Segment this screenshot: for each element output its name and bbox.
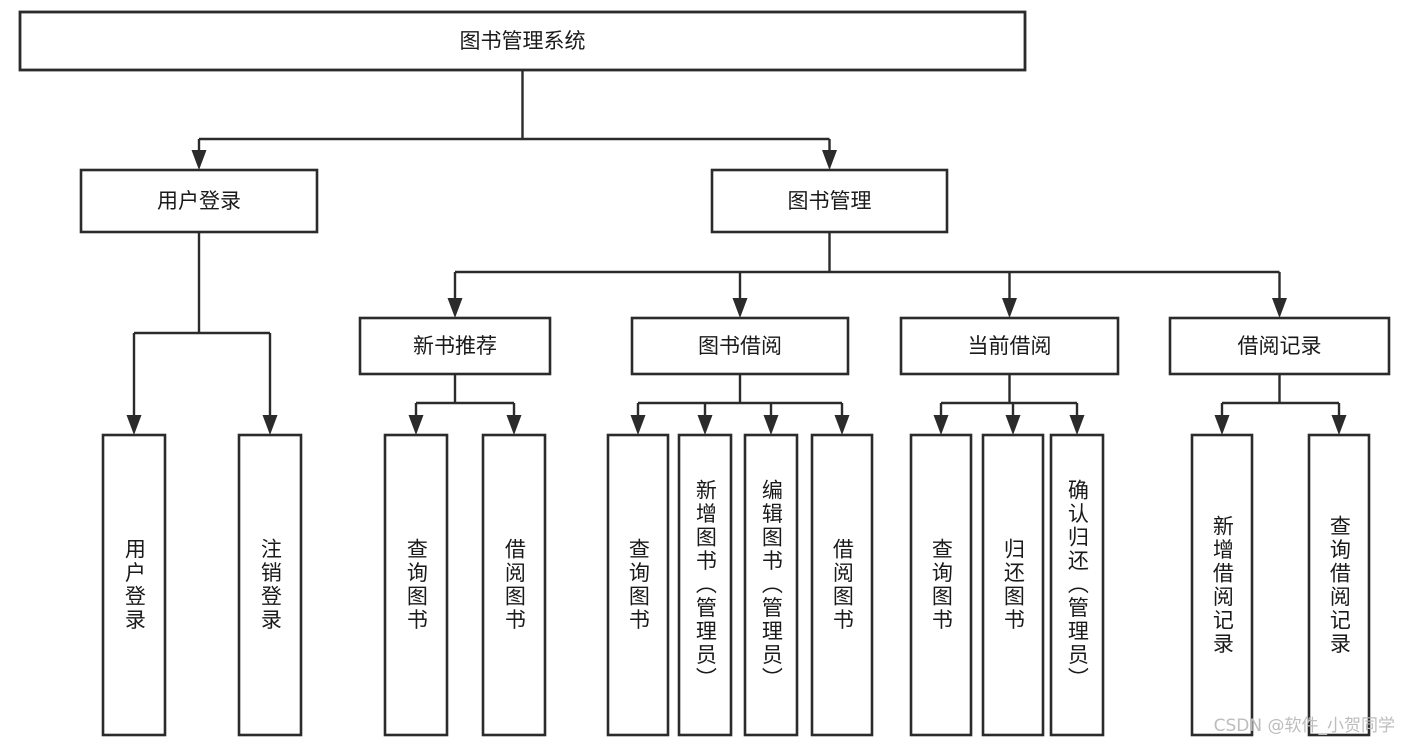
node-box-leaf-query-book-borrow[interactable] [606, 433, 670, 737]
node-box-leaf-query-book-rec[interactable] [383, 433, 449, 737]
node-box-borrow-record[interactable] [1168, 316, 1391, 376]
node-label-current-borrow: 当前借阅 [968, 334, 1052, 358]
node-label-borrow-record: 借阅记录 [1238, 334, 1322, 358]
node-box-leaf-borrow-book[interactable] [810, 433, 874, 737]
csdn-watermark: CSDN @软件_小贺同学 [1214, 716, 1395, 736]
node-box-leaf-user-logout[interactable] [237, 433, 303, 737]
node-box-leaf-add-borrow-record[interactable] [1190, 433, 1254, 737]
node-box-current-borrow[interactable] [899, 316, 1120, 376]
connector-layer [126, 70, 1347, 435]
node-box-user-login[interactable] [79, 168, 319, 234]
arrow-head-leaf-confirm-return [1069, 415, 1085, 435]
arrow-head-new-book-rec [447, 298, 463, 318]
arrow-head-leaf-query-borrow-record [1331, 415, 1347, 435]
node-box-leaf-borrow-book-rec[interactable] [481, 433, 547, 737]
arrow-head-leaf-borrow-book-rec [506, 415, 522, 435]
node-box-leaf-return-book[interactable] [981, 433, 1045, 737]
arrow-head-user-login [191, 150, 207, 170]
arrow-head-leaf-add-book [697, 415, 713, 435]
arrow-head-leaf-query-book-borrow [630, 415, 646, 435]
arrow-head-leaf-user-login [126, 415, 142, 435]
arrow-head-leaf-user-logout [262, 415, 278, 435]
arrow-head-leaf-return-book [1005, 415, 1021, 435]
node-box-leaf-add-book[interactable] [677, 433, 733, 737]
arrow-head-leaf-query-book-rec [408, 415, 424, 435]
node-box-leaf-confirm-return[interactable] [1049, 433, 1105, 737]
node-box-leaf-query-borrow-record[interactable] [1307, 433, 1371, 737]
node-label-new-book-rec: 新书推荐 [413, 334, 497, 358]
node-label-user-login: 用户登录 [157, 189, 241, 213]
node-box-book-borrow[interactable] [630, 316, 850, 376]
arrow-head-leaf-add-borrow-record [1214, 415, 1230, 435]
node-label-book-manage: 图书管理 [788, 189, 872, 213]
arrow-head-book-borrow [732, 298, 748, 318]
node-box-new-book-rec[interactable] [358, 316, 552, 376]
arrow-head-borrow-record [1272, 298, 1287, 318]
node-box-root[interactable] [18, 10, 1027, 72]
node-label-root: 图书管理系统 [460, 29, 586, 53]
arrow-head-leaf-query-book-current [933, 415, 949, 435]
node-box-leaf-query-book-current[interactable] [909, 433, 973, 737]
node-box-leaf-user-login[interactable] [101, 433, 167, 737]
arrow-head-current-borrow [1002, 298, 1017, 318]
arrow-head-leaf-edit-book [763, 415, 779, 435]
arrow-head-leaf-borrow-book [834, 415, 850, 435]
node-box-book-manage[interactable] [710, 168, 949, 234]
node-box-leaf-edit-book[interactable] [743, 433, 799, 737]
arrow-head-book-manage [822, 150, 837, 170]
node-label-book-borrow: 图书借阅 [698, 334, 782, 358]
box-layer [18, 10, 1391, 737]
